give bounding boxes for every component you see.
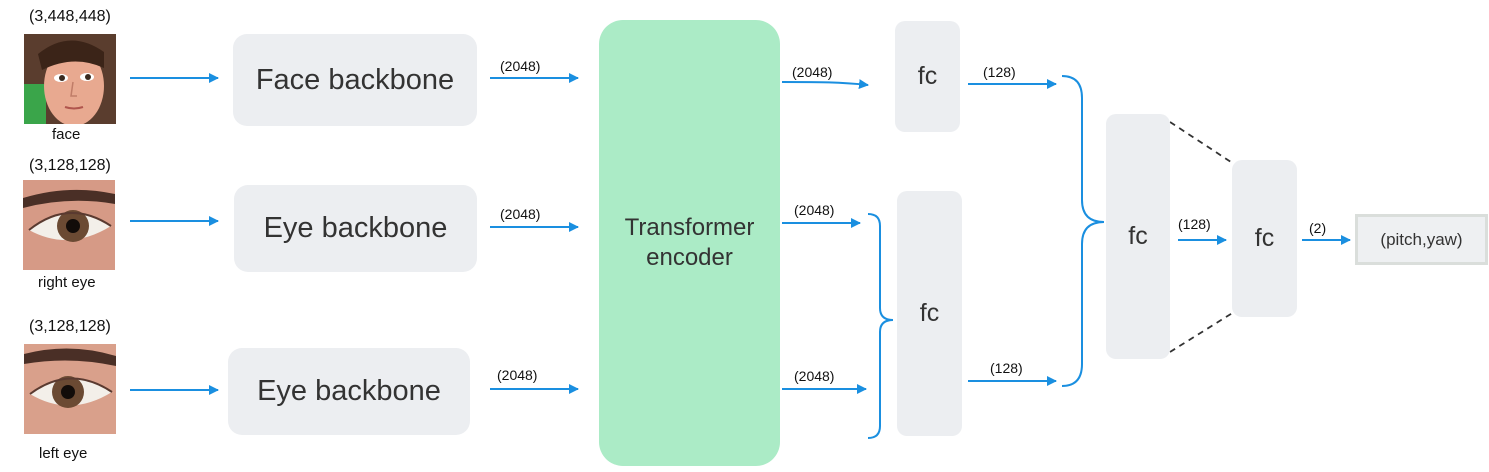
dim-fc-face-out: (128)	[983, 64, 1016, 80]
face-input-shape: (3,448,448)	[29, 8, 111, 25]
left-eye-backbone-box: Eye backbone	[228, 348, 470, 435]
right-eye-image	[23, 180, 115, 270]
dashed-link-top	[1169, 121, 1235, 165]
dim-left-eye-backbone-out: (2048)	[497, 367, 538, 383]
right-eye-input-caption: right eye	[38, 274, 96, 291]
face-backbone-box: Face backbone	[233, 34, 477, 126]
dim-encoder-right-eye-out: (2048)	[794, 202, 835, 218]
face-image	[24, 34, 116, 124]
left-eye-input-caption: left eye	[39, 445, 88, 462]
fc-merge-box: fc	[1106, 114, 1170, 359]
encoder-label-line1: Transformer	[624, 214, 755, 241]
face-input-caption: face	[52, 126, 81, 143]
right-eye-input-shape: (3,128,128)	[29, 157, 111, 174]
brace-merge	[1061, 75, 1105, 387]
dim-encoder-left-eye-out: (2048)	[794, 368, 835, 384]
dim-fc-final-out: (2)	[1309, 220, 1327, 236]
dashed-link-bottom	[1169, 311, 1235, 353]
dim-encoder-face-out: (2048)	[792, 64, 833, 80]
dim-fc-eyes-out: (128)	[990, 360, 1023, 376]
right-eye-backbone-box: Eye backbone	[234, 185, 477, 272]
brace-eyes	[867, 213, 894, 439]
fc-eyes-box: fc	[897, 191, 962, 436]
arrow-encoder-to-fc-face	[781, 79, 869, 90]
encoder-label-line2: encoder	[646, 244, 733, 271]
left-eye-image	[24, 344, 116, 434]
left-eye-input-shape: (3,128,128)	[29, 318, 111, 335]
output-box: (pitch,yaw)	[1355, 214, 1488, 265]
dim-fc-merge-out: (128)	[1178, 216, 1211, 232]
fc-final-box: fc	[1232, 160, 1297, 317]
fc-face-box: fc	[895, 21, 960, 132]
dim-face-backbone-out: (2048)	[500, 58, 541, 74]
transformer-encoder-box: Transformer encoder	[599, 20, 780, 466]
dim-right-eye-backbone-out: (2048)	[500, 206, 541, 222]
